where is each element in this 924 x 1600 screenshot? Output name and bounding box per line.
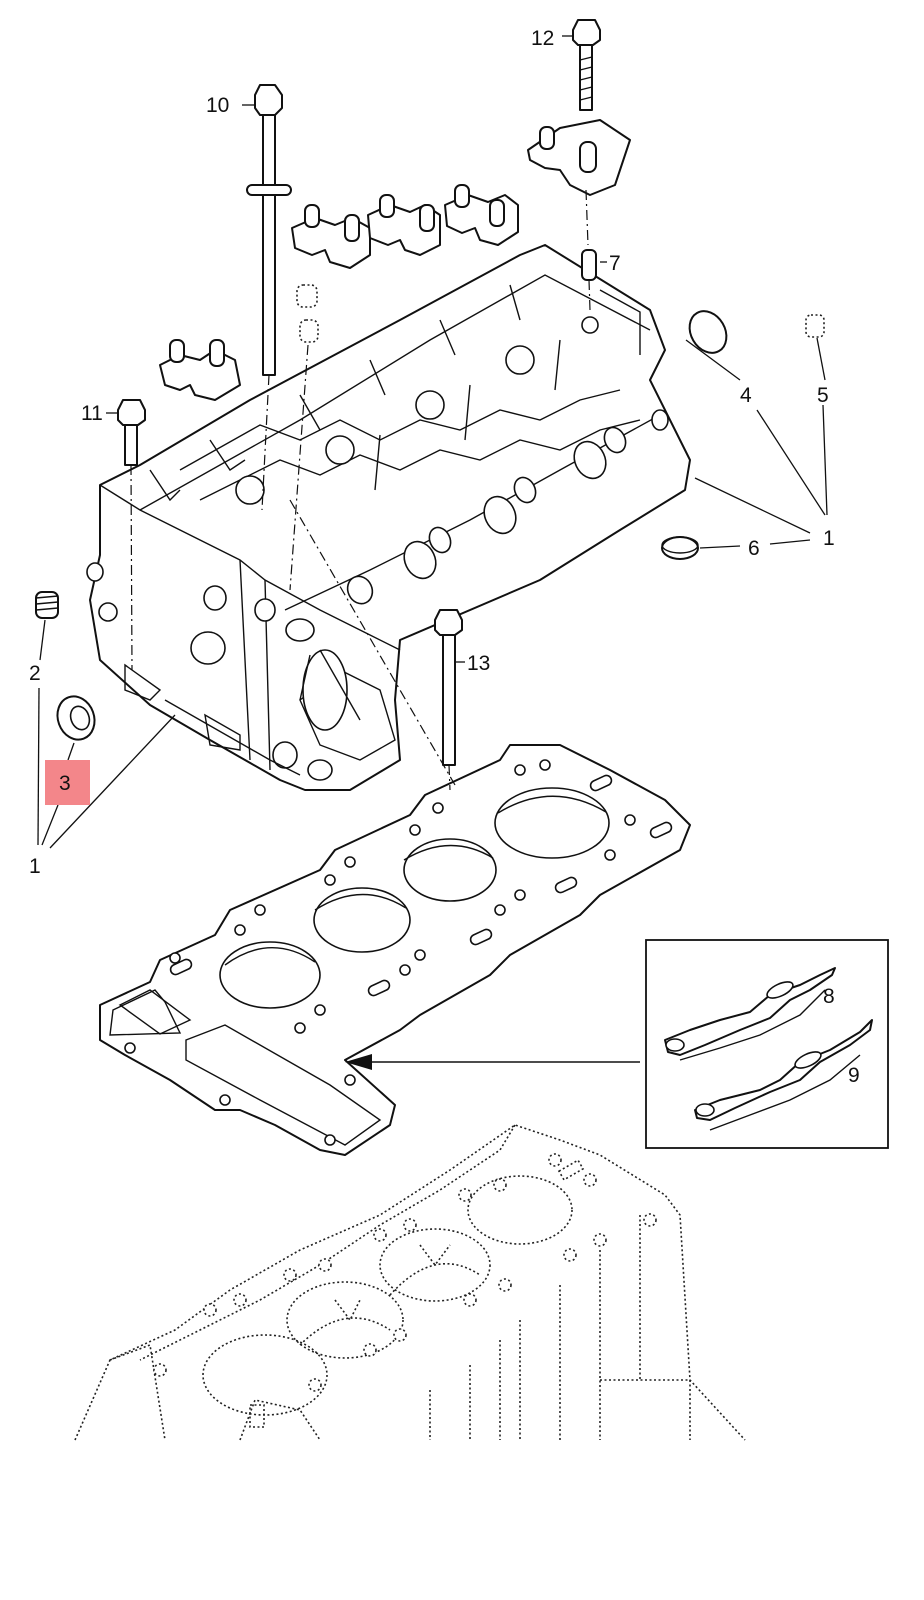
cylinder-head (86, 244, 691, 791)
plug-6 (661, 536, 699, 560)
callout-2: 2 (29, 662, 41, 685)
callout-10: 10 (206, 94, 229, 117)
bolt-13 (434, 609, 463, 791)
callout-8: 8 (823, 985, 835, 1008)
seal-3 (56, 695, 96, 741)
engine-block-outline (74, 1124, 746, 1441)
callout-1b: 1 (29, 855, 41, 878)
callout-11: 11 (81, 402, 103, 425)
spring-dowels (289, 284, 456, 786)
callout-1a: 1 (823, 527, 835, 550)
callout-12: 12 (531, 27, 554, 50)
callout-4: 4 (740, 384, 752, 407)
plug-4 (688, 310, 728, 354)
callout-6: 6 (748, 537, 760, 560)
cylinder-head-gasket (99, 744, 691, 1156)
callout-5: 5 (817, 384, 829, 407)
callout-3-highlight (45, 760, 90, 805)
dowel-7 (581, 249, 597, 311)
camshaft-bearing-caps (159, 119, 631, 401)
bolt-12 (572, 19, 601, 246)
gasket-detail-inset (345, 939, 889, 1149)
callout-7: 7 (609, 252, 621, 275)
callout-13: 13 (467, 652, 490, 675)
bolt-11 (117, 399, 146, 671)
callout-labels: 1 1 2 3 4 5 6 7 8 9 10 11 12 13 (29, 27, 860, 1087)
callout-9: 9 (848, 1064, 860, 1087)
bolt-10 (246, 84, 292, 511)
leader-lines (37, 35, 828, 849)
plug-5 (805, 314, 825, 338)
stud-2 (35, 591, 59, 619)
callout-3: 3 (59, 772, 71, 795)
